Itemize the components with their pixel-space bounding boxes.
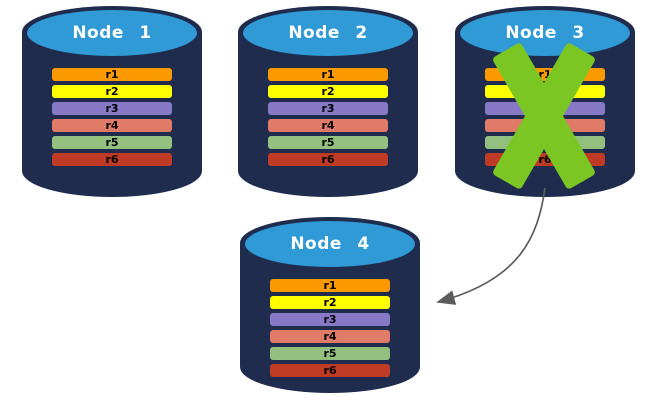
failure-x-icon [488, 41, 600, 191]
row-label: r4 [105, 119, 119, 132]
row-label: r5 [321, 136, 335, 149]
node-label: Node 1 [72, 23, 152, 43]
node-label: Node 2 [288, 23, 368, 43]
row-label: r2 [323, 296, 337, 309]
row-label: r3 [105, 102, 119, 115]
row-r2: r2 [268, 85, 388, 98]
row-label: r3 [323, 313, 337, 326]
node-rows: r1 r2 r3 r4 r5 r6 [268, 68, 388, 166]
node-label: Node 3 [505, 23, 585, 43]
row-label: r6 [538, 153, 552, 166]
row-label: r1 [321, 68, 335, 81]
row-label: r2 [105, 85, 119, 98]
row-r5: r5 [270, 347, 390, 360]
node-rows: r1 r2 r3 r4 r5 r6 [270, 279, 390, 377]
cylinder-top: Node 1 [27, 10, 197, 56]
row-r4: r4 [270, 330, 390, 343]
row-r5: r5 [52, 136, 172, 149]
row-r5: r5 [268, 136, 388, 149]
row-r1: r1 [268, 68, 388, 81]
cylinder-top: Node 3 [460, 10, 630, 56]
row-r3: r3 [52, 102, 172, 115]
row-label: r5 [105, 136, 119, 149]
row-r4: r4 [268, 119, 388, 132]
cylinder-top: Node 4 [245, 221, 415, 267]
row-label: r2 [321, 85, 335, 98]
row-r6: r6 [268, 153, 388, 166]
node-1: Node 1 r1 r2 r3 r4 r5 r6 [22, 6, 202, 197]
row-label: r1 [538, 68, 552, 81]
row-r3: r3 [268, 102, 388, 115]
row-label: r4 [323, 330, 337, 343]
row-r1: r1 [52, 68, 172, 81]
row-label: r4 [321, 119, 335, 132]
row-label: r6 [105, 153, 119, 166]
row-label: r6 [323, 364, 337, 377]
node-label: Node 4 [290, 234, 370, 254]
node-2: Node 2 r1 r2 r3 r4 r5 r6 [238, 6, 418, 197]
row-r2: r2 [52, 85, 172, 98]
row-r6: r6 [270, 364, 390, 377]
row-label: r1 [323, 279, 337, 292]
cylinder-top: Node 2 [243, 10, 413, 56]
node-4: Node 4 r1 r2 r3 r4 r5 r6 [240, 217, 420, 393]
row-r1: r1 [270, 279, 390, 292]
row-label: r6 [321, 153, 335, 166]
row-r2: r2 [270, 296, 390, 309]
node-rows: r1 r2 r3 r4 r5 r6 [52, 68, 172, 166]
row-r4: r4 [52, 119, 172, 132]
row-r6: r6 [52, 153, 172, 166]
failover-arrow [436, 187, 546, 305]
row-label: r3 [321, 102, 335, 115]
row-label: r5 [323, 347, 337, 360]
row-label: r1 [105, 68, 119, 81]
row-r3: r3 [270, 313, 390, 326]
